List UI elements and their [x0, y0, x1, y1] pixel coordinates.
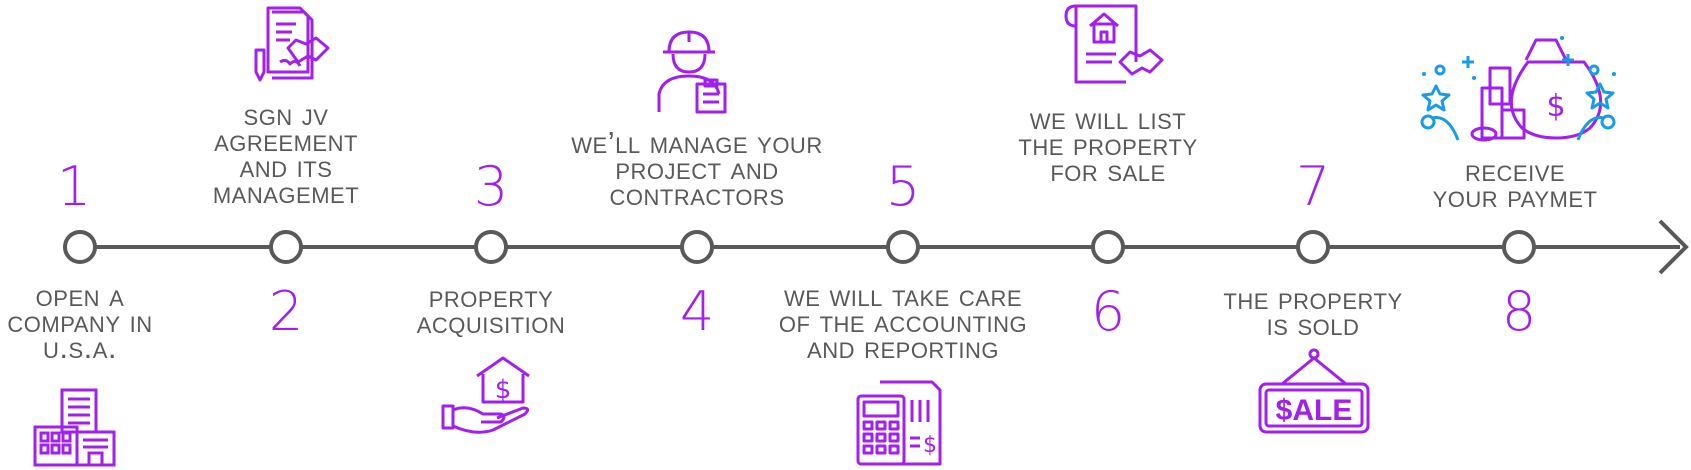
timeline-node-7	[1296, 230, 1330, 264]
step-number-5: 5	[885, 155, 921, 218]
svg-text:$: $	[1546, 89, 1565, 124]
timeline-node-1	[63, 230, 97, 264]
timeline-node-6	[1091, 230, 1125, 264]
svg-text:$ALE: $ALE	[1276, 394, 1353, 427]
contract-handshake-icon	[254, 6, 330, 82]
step-label-2-line-2: agreement	[214, 123, 358, 158]
step-label-5-line-1: We will take care	[783, 278, 1023, 313]
step-label-2: Sgn JV agreement and its managemet	[126, 97, 446, 210]
step-label-6-line-3: for sale	[1050, 153, 1166, 188]
step-label-5-line-2: of the accounting	[778, 304, 1028, 339]
step-number-7: 7	[1295, 155, 1331, 218]
step-number-8: 8	[1501, 280, 1537, 343]
timeline-arrow-icon	[1658, 219, 1689, 275]
step-label-6-line-2: the property	[1018, 127, 1198, 162]
step-label-1: Open a company in U.S.A.	[0, 278, 238, 365]
timeline-node-4	[680, 230, 714, 264]
step-number-3: 3	[473, 155, 509, 218]
step-label-7: The property is sold	[1153, 281, 1473, 342]
step-label-4-line-1: We’ll Manage your	[571, 125, 823, 160]
timeline-node-2	[269, 230, 303, 264]
step-label-3-line-1: Property	[428, 279, 554, 314]
calculator-receipt-icon: $	[856, 380, 942, 466]
step-label-7-line-2: is sold	[1266, 307, 1360, 342]
step-label-6: We will list the property for sale	[948, 101, 1268, 188]
step-label-2-line-1: Sgn JV	[243, 97, 329, 132]
step-label-2-line-4: managemet	[212, 175, 360, 210]
step-number-2: 2	[268, 280, 304, 343]
step-label-2-line-3: and its	[239, 149, 333, 184]
step-number-1: 1	[56, 155, 92, 218]
svg-text:$: $	[495, 375, 512, 405]
step-label-8: Receive your paymet	[1355, 153, 1675, 214]
step-label-3: Property acquisition	[331, 279, 651, 340]
step-number-6: 6	[1090, 280, 1126, 343]
money-bag-coins-icon: $	[1420, 36, 1616, 142]
step-label-1-line-2: company in	[7, 304, 153, 339]
step-label-8-line-1: Receive	[1464, 153, 1566, 188]
office-buildings-icon	[33, 388, 116, 467]
step-label-4-line-2: project and	[615, 151, 779, 186]
house-in-hand-icon: $	[441, 356, 530, 434]
step-label-7-line-1: The property	[1223, 281, 1403, 316]
step-label-3-line-2: acquisition	[416, 305, 566, 340]
step-label-1-line-1: Open a	[35, 278, 125, 313]
sale-sign-icon: $ALE	[1258, 348, 1370, 434]
svg-text:$: $	[923, 433, 937, 458]
contractor-clipboard-icon	[657, 30, 727, 114]
step-label-1-line-3: U.S.A.	[42, 330, 118, 365]
step-label-6-line-1: We will list	[1029, 101, 1187, 136]
timeline-node-3	[474, 230, 508, 264]
listing-document-icon	[1064, 4, 1164, 84]
step-label-8-line-2: your paymet	[1432, 179, 1598, 214]
step-label-5-line-3: and reporting	[807, 330, 999, 365]
step-number-4: 4	[679, 280, 715, 343]
step-label-4: We’ll Manage your project and contractor…	[537, 125, 857, 212]
step-label-5: We will take care of the accounting and …	[743, 278, 1063, 365]
timeline-node-8	[1502, 230, 1536, 264]
step-label-4-line-3: contractors	[609, 177, 785, 212]
timeline-node-5	[886, 230, 920, 264]
